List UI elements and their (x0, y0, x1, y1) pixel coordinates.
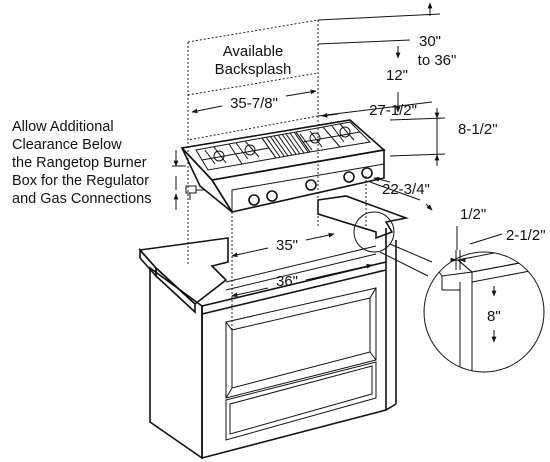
cutout-width-label: 35" (276, 237, 298, 254)
backsplash-label-line1: Available (223, 43, 284, 60)
height-30-label: 30" (419, 33, 441, 50)
note-line-4: Box for the Regulator (12, 173, 149, 189)
right-burner-grates (295, 121, 372, 153)
regulator-clearance-dimension (172, 150, 186, 210)
control-knobs (248, 167, 373, 206)
backsplash-width-dimension: 35-7/8" (191, 89, 317, 114)
cutout-width-dimension: 35" (231, 232, 335, 258)
height-dimensions: 30" to 36" 12" (317, 2, 457, 113)
height-to-36-label: to 36" (418, 52, 457, 69)
detail-view: 1/2" 2-1/2" 8" (423, 206, 546, 373)
detail-eight-label: 8" (487, 308, 501, 325)
burner-box-depth-dimension: 22-3/4" (369, 176, 433, 211)
note-line-1: Allow Additional (12, 119, 114, 135)
note-line-3: the Rangetop Burner (12, 155, 147, 171)
top-depth-label: 27-1/2" (369, 102, 417, 119)
backsplash-width-label: 35-7/8" (230, 95, 278, 112)
note-line-5: and Gas Connections (12, 191, 151, 207)
backsplash-label-line2: Backsplash (215, 61, 292, 78)
note-line-2: Clearance Below (12, 137, 122, 153)
cabinet-width-dimension: 36" (231, 263, 373, 298)
burner-box-depth-label: 22-3/4" (382, 181, 430, 198)
left-burner-grates (195, 137, 277, 171)
clearance-note: Allow Additional Clearance Below the Ran… (12, 119, 151, 207)
detail-leader-line-2 (379, 251, 429, 277)
cabinet-width-label: 36" (276, 273, 298, 290)
rangetop-height-label: 8-1/2" (458, 121, 498, 138)
detail-half-label: 1/2" (460, 206, 486, 223)
top-depth-dimension: 27-1/2" (317, 101, 433, 119)
rangetop-height-dimension: 8-1/2" (389, 108, 498, 166)
gas-regulator (185, 185, 206, 200)
detail-two-half-label: 2-1/2" (506, 227, 546, 244)
cabinet (138, 195, 409, 460)
height-12-label: 12" (386, 67, 408, 84)
backsplash-area: Available Backsplash (187, 19, 319, 264)
detail-callout-circle (353, 211, 395, 253)
detail-leader-line-1 (389, 243, 433, 263)
center-grill (261, 131, 311, 159)
